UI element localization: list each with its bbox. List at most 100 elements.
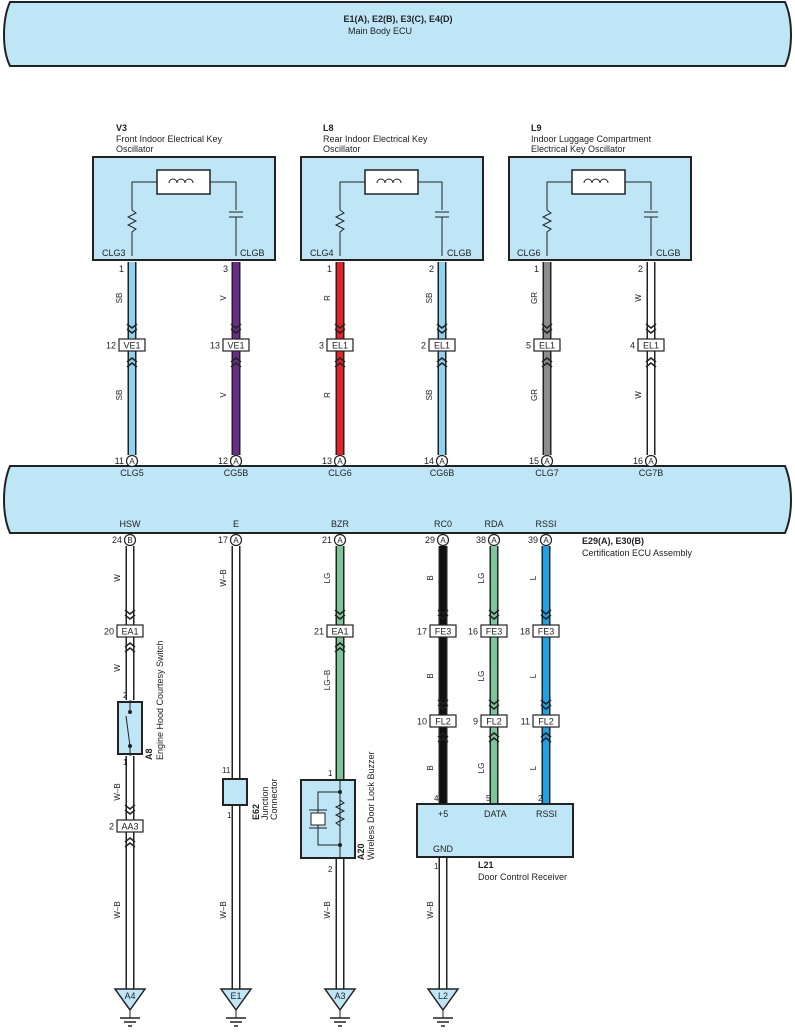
ecu-terminal-label: CLG5 (120, 468, 144, 478)
connector-pin: 18 (520, 627, 530, 637)
wire-color-label: W–B (323, 901, 332, 918)
main-ecu-id: E1(A), E2(B), E3(C), E4(D) (343, 14, 452, 24)
wire-color-label: W–B (113, 901, 122, 918)
terminal-letter: A (233, 536, 239, 545)
wire-pin-top: 2 (638, 264, 643, 274)
oscillator-name-line1: Indoor Luggage Compartment (531, 134, 652, 144)
terminal-letter: A (544, 457, 550, 466)
connector-box (116, 819, 144, 833)
wire-color-label: LG (477, 573, 486, 584)
wire-pin-top: 2 (429, 264, 434, 274)
receiver-terminal-rssi: RSSI (536, 809, 557, 819)
switch-pin-top: 2 (123, 691, 128, 700)
connector-pin: 11 (521, 717, 530, 727)
oscillator-l8: L8 Rear Indoor Electrical Key Oscillator… (300, 123, 484, 261)
connector-box (429, 624, 457, 638)
terminal-circle (333, 533, 347, 547)
ground-l2: L2 (426, 988, 460, 1027)
receiver-pin: 4 (434, 794, 439, 803)
connector-pin: 17 (417, 627, 427, 637)
oscillator-v3: V3 Front Indoor Electrical Key Oscillato… (92, 123, 276, 261)
wire-color-label: L (529, 575, 538, 580)
wire-color-label: W (634, 391, 643, 399)
connector-pin: 4 (630, 341, 635, 351)
switch-pin-bottom: 1 (123, 758, 128, 767)
resistor-icon (126, 209, 138, 256)
connector-box (637, 338, 665, 352)
coil-icon (156, 169, 211, 195)
ground-label: A4 (124, 991, 135, 1001)
ground-a4: A4 (113, 988, 147, 1027)
resistor-icon (334, 209, 346, 256)
wire-color-label: V (219, 392, 228, 398)
buzzer-pin-top: 1 (328, 769, 333, 778)
ecu-terminal-label: CLG6 (328, 468, 352, 478)
terminal-pin: 39 (528, 535, 538, 545)
terminal-letter: A (440, 536, 446, 545)
connector-box (118, 338, 146, 352)
wire-pin-top: 3 (223, 264, 228, 274)
cert-ecu-id: E29(A), E30(B) (582, 536, 644, 546)
oscillator-l9: L9 Indoor Luggage Compartment Electrical… (508, 123, 692, 261)
connector-box (532, 624, 560, 638)
ecu-terminal-label: RC0 (434, 519, 452, 529)
wire-pin-top: 1 (534, 264, 539, 274)
buzzer-pin-bottom: 2 (328, 865, 333, 874)
switch-icon (125, 715, 131, 747)
terminal-letter: A (233, 457, 239, 466)
connector-box (428, 338, 456, 352)
terminal-letter: A (543, 536, 549, 545)
junction-name-line1: Junction (260, 786, 270, 820)
ground-a3: A3 (323, 988, 357, 1027)
terminal-letter: A (648, 457, 654, 466)
junction-pin-top: 11 (222, 766, 231, 775)
buzzer-name: Wireless Door Lock Buzzer (366, 751, 376, 860)
connector-box (116, 624, 144, 638)
connector-label: EL1 (539, 341, 555, 351)
terminal-circle (487, 533, 501, 547)
wire-color-label: LG (477, 763, 486, 774)
door-control-receiver: +5 DATA RSSI GND 4 5 2 1 L21 Door Contro… (416, 794, 574, 882)
connector-pin: 2 (109, 822, 114, 832)
coil-icon (571, 169, 626, 195)
ecu-terminal-label: RSSI (535, 519, 556, 529)
terminal-pin: 13 (322, 456, 332, 466)
wire-color-label: B (426, 575, 435, 580)
connector-label: FL2 (486, 717, 502, 727)
receiver-terminal-plus5: +5 (438, 809, 448, 819)
connector-label: VE1 (123, 341, 140, 351)
wire-color-label: W (113, 574, 122, 582)
ecu-terminal-label: HSW (120, 519, 142, 529)
terminal-letter: A (337, 536, 343, 545)
terminal-pin: 12 (218, 456, 228, 466)
main-body-ecu: E1(A), E2(B), E3(C), E4(D) Main Body ECU (3, 1, 792, 67)
terminal-circle (125, 454, 139, 468)
wire-color-label: R (323, 295, 332, 301)
oscillator-id: L8 (323, 123, 334, 133)
terminal-letter: A (129, 457, 135, 466)
ground-label: A3 (334, 991, 345, 1001)
wire-color-label: W–B (219, 901, 228, 918)
wire-color-label: L (529, 765, 538, 770)
terminal-circle (333, 454, 347, 468)
wire-color-label: L (529, 673, 538, 678)
connector-label: EA1 (331, 627, 348, 637)
terminal-pin: 38 (476, 535, 486, 545)
coil-icon (364, 169, 419, 195)
connector-label: EL1 (643, 341, 659, 351)
receiver-name: Door Control Receiver (478, 872, 567, 882)
connector-label: EL1 (434, 341, 450, 351)
resistor-icon (541, 209, 553, 256)
wire-color-label: B (426, 673, 435, 678)
terminal-label-right: CLGB (240, 248, 265, 258)
connector-pin: 9 (473, 717, 478, 727)
wireless-door-lock-buzzer: 1 2 A20 Wireless Door Lock Buzzer (300, 751, 376, 874)
wire-color-label: GR (530, 292, 539, 304)
lower-wires: HSWB24WEA120WW–BAA32W–BEA17W–BW–BBZRA21L… (104, 519, 560, 990)
wire-color-label: LG (477, 671, 486, 682)
ecu-terminal-label: RDA (484, 519, 503, 529)
